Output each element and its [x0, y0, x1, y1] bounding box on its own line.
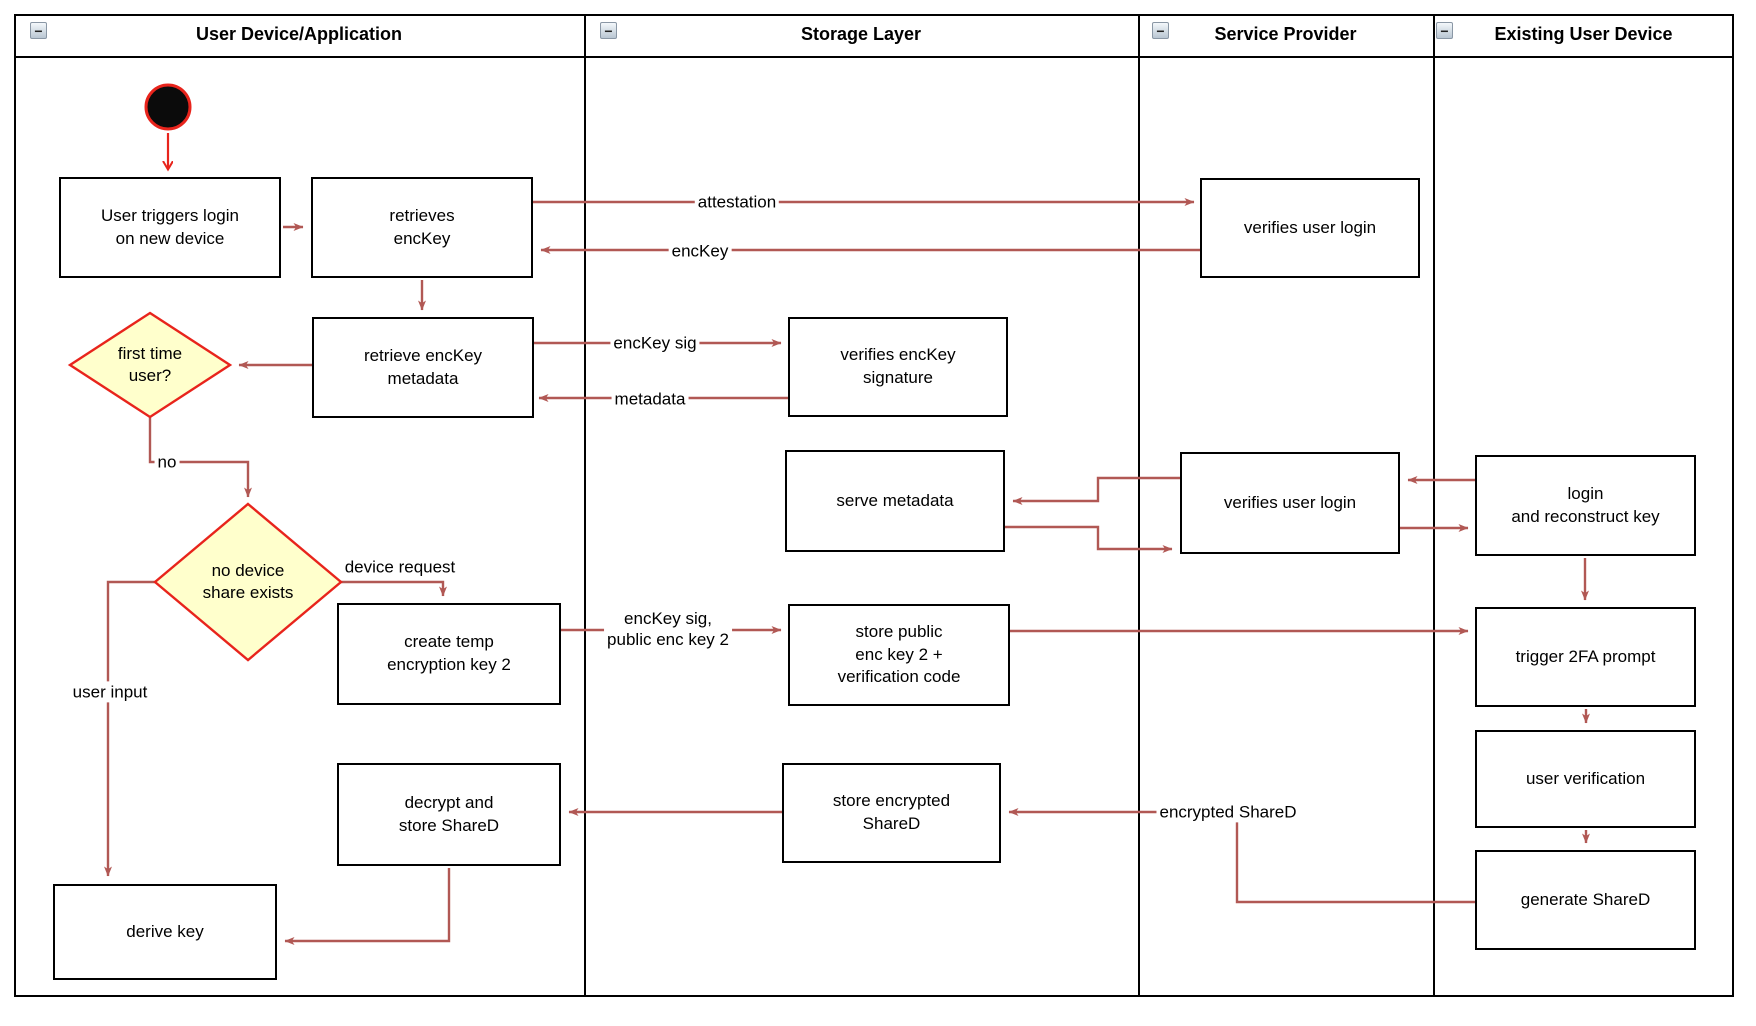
edge-label-enckey: encKey: [668, 240, 732, 262]
node-retrieves-enckey[interactable]: retrieves encKey: [311, 177, 533, 278]
lane-separator-1: [584, 14, 586, 997]
edge-label-no: no: [154, 451, 180, 473]
edge-label-metadata: metadata: [611, 388, 689, 410]
lane-separator-2: [1138, 14, 1140, 997]
collapse-icon[interactable]: −: [1436, 22, 1453, 39]
lane-title-existing-user-device: Existing User Device: [1494, 24, 1673, 44]
node-retrieve-enckey-metadata[interactable]: retrieve encKey metadata: [312, 317, 534, 418]
edge-label-enckey-sig: encKey sig: [610, 332, 700, 354]
node-verifies-enckey-signature[interactable]: verifies encKey signature: [788, 317, 1008, 417]
node-user-triggers-login[interactable]: User triggers login on new device: [59, 177, 281, 278]
node-verifies-user-login-2[interactable]: verifies user login: [1180, 452, 1400, 554]
node-login-and-reconstruct-key[interactable]: login and reconstruct key: [1475, 455, 1696, 556]
node-trigger-2fa-prompt[interactable]: trigger 2FA prompt: [1475, 607, 1696, 707]
diagram-frame: [14, 14, 1734, 997]
node-generate-shared[interactable]: generate ShareD: [1475, 850, 1696, 950]
node-verifies-user-login-1[interactable]: verifies user login: [1200, 178, 1420, 278]
decision-first-time-user-label: first time user?: [117, 343, 183, 385]
collapse-icon[interactable]: −: [30, 22, 47, 39]
lane-title-storage-layer: Storage Layer: [800, 24, 922, 44]
node-store-encrypted-shared[interactable]: store encrypted ShareD: [782, 763, 1001, 863]
node-user-verification[interactable]: user verification: [1475, 730, 1696, 828]
lane-header-row: [14, 14, 1734, 58]
lane-title-user-device: User Device/Application: [195, 24, 403, 44]
edge-label-user-input: user input: [69, 681, 151, 703]
node-derive-key[interactable]: derive key: [53, 884, 277, 980]
node-store-public-enc-key-2[interactable]: store public enc key 2 + verification co…: [788, 604, 1010, 706]
collapse-icon[interactable]: −: [600, 22, 617, 39]
node-serve-metadata[interactable]: serve metadata: [785, 450, 1005, 552]
decision-no-device-share-label: no device share exists: [202, 560, 294, 602]
lane-title-service-provider: Service Provider: [1214, 24, 1357, 44]
lane-separator-3: [1433, 14, 1435, 997]
collapse-icon[interactable]: −: [1152, 22, 1169, 39]
edge-label-encrypted-shared: encrypted ShareD: [1156, 801, 1300, 823]
edge-label-attestation: attestation: [694, 191, 780, 213]
edge-label-device-request: device request: [344, 557, 456, 577]
node-decrypt-and-store-shared[interactable]: decrypt and store ShareD: [337, 763, 561, 866]
edge-label-enckey-sig-public: encKey sig, public enc key 2: [604, 607, 732, 651]
node-create-temp-encryption-key-2[interactable]: create temp encryption key 2: [337, 603, 561, 705]
